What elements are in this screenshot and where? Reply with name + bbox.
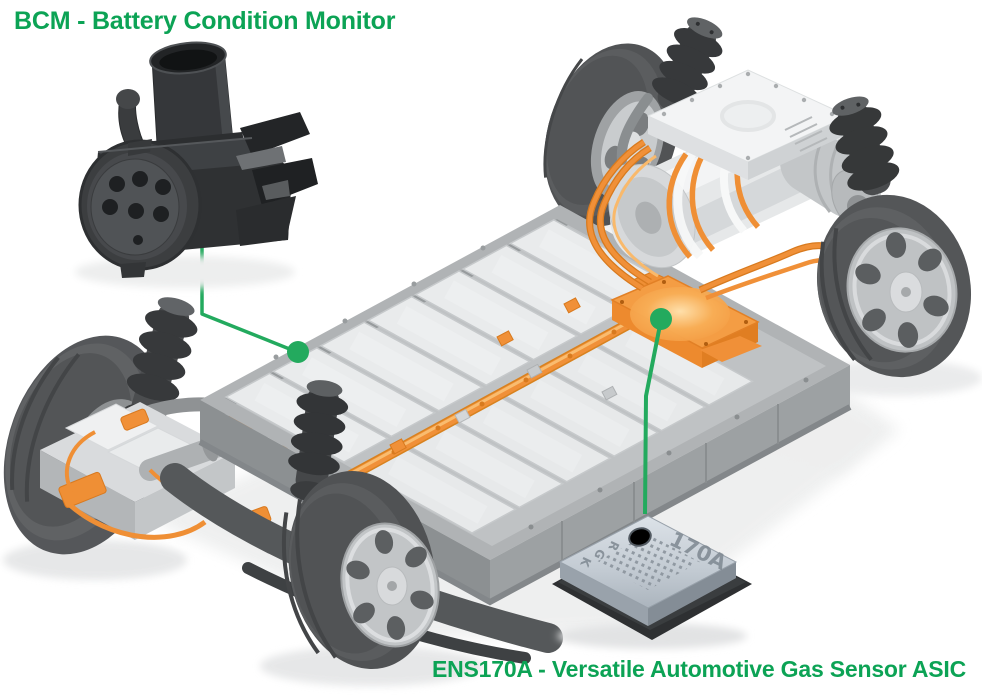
bcm-callout-dot [287,341,309,363]
inverter-box [646,69,850,180]
front-left-suspension-arm [616,93,653,165]
module-connectors [389,297,618,455]
ens170a-label: ENS170A - Versatile Automotive Gas Senso… [431,656,966,682]
chip-gas-inlet-hole [628,527,652,547]
bcm-mounting-clips [236,112,318,246]
front-right-wheel [816,194,972,378]
rear-right-wheel [281,471,440,669]
bcm-device [75,41,318,288]
bcm-label: BCM - Battery Condition Monitor [14,7,396,35]
ens170a-callout-line [643,319,663,515]
ens170a-callout [643,308,672,515]
ens170a-callout-dot [650,308,672,330]
bcm-callout-line [200,238,298,354]
battery-pack [198,205,852,606]
pack-wall-right [490,365,850,602]
ens170a-chip: 170A R G K [552,515,752,649]
front-right-strut [829,96,900,196]
bcm-round-flange [78,139,202,278]
